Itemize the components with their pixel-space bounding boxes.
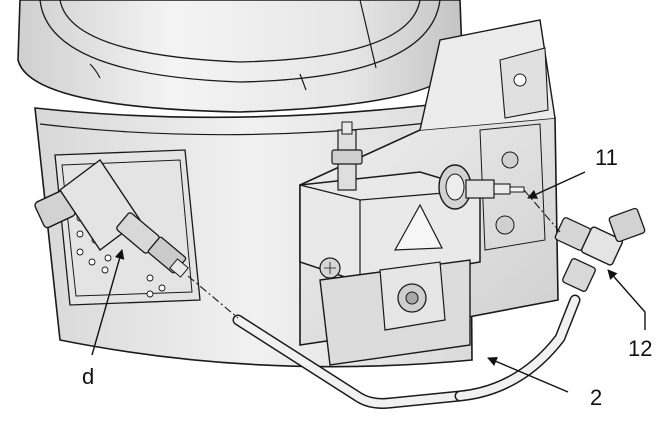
callout-11: 11: [595, 145, 618, 170]
callout-2: 2: [590, 385, 602, 410]
callout-leaders: [91, 171, 646, 393]
leader-12: [607, 269, 646, 330]
reservoir: [17, 0, 463, 113]
leader-11: [527, 171, 586, 199]
tube-assembly: [232, 294, 581, 409]
callout-d: d: [82, 364, 94, 389]
assembly-centerlines: [187, 189, 561, 319]
leader-d: [91, 249, 125, 356]
tee-fitting-12: [554, 207, 646, 292]
callout-12: 12: [628, 336, 652, 361]
pump-element-block: [299, 121, 481, 366]
outlet-fitting-11: [438, 164, 525, 210]
leader-2: [487, 356, 569, 393]
left-fitting-d: [34, 158, 189, 278]
